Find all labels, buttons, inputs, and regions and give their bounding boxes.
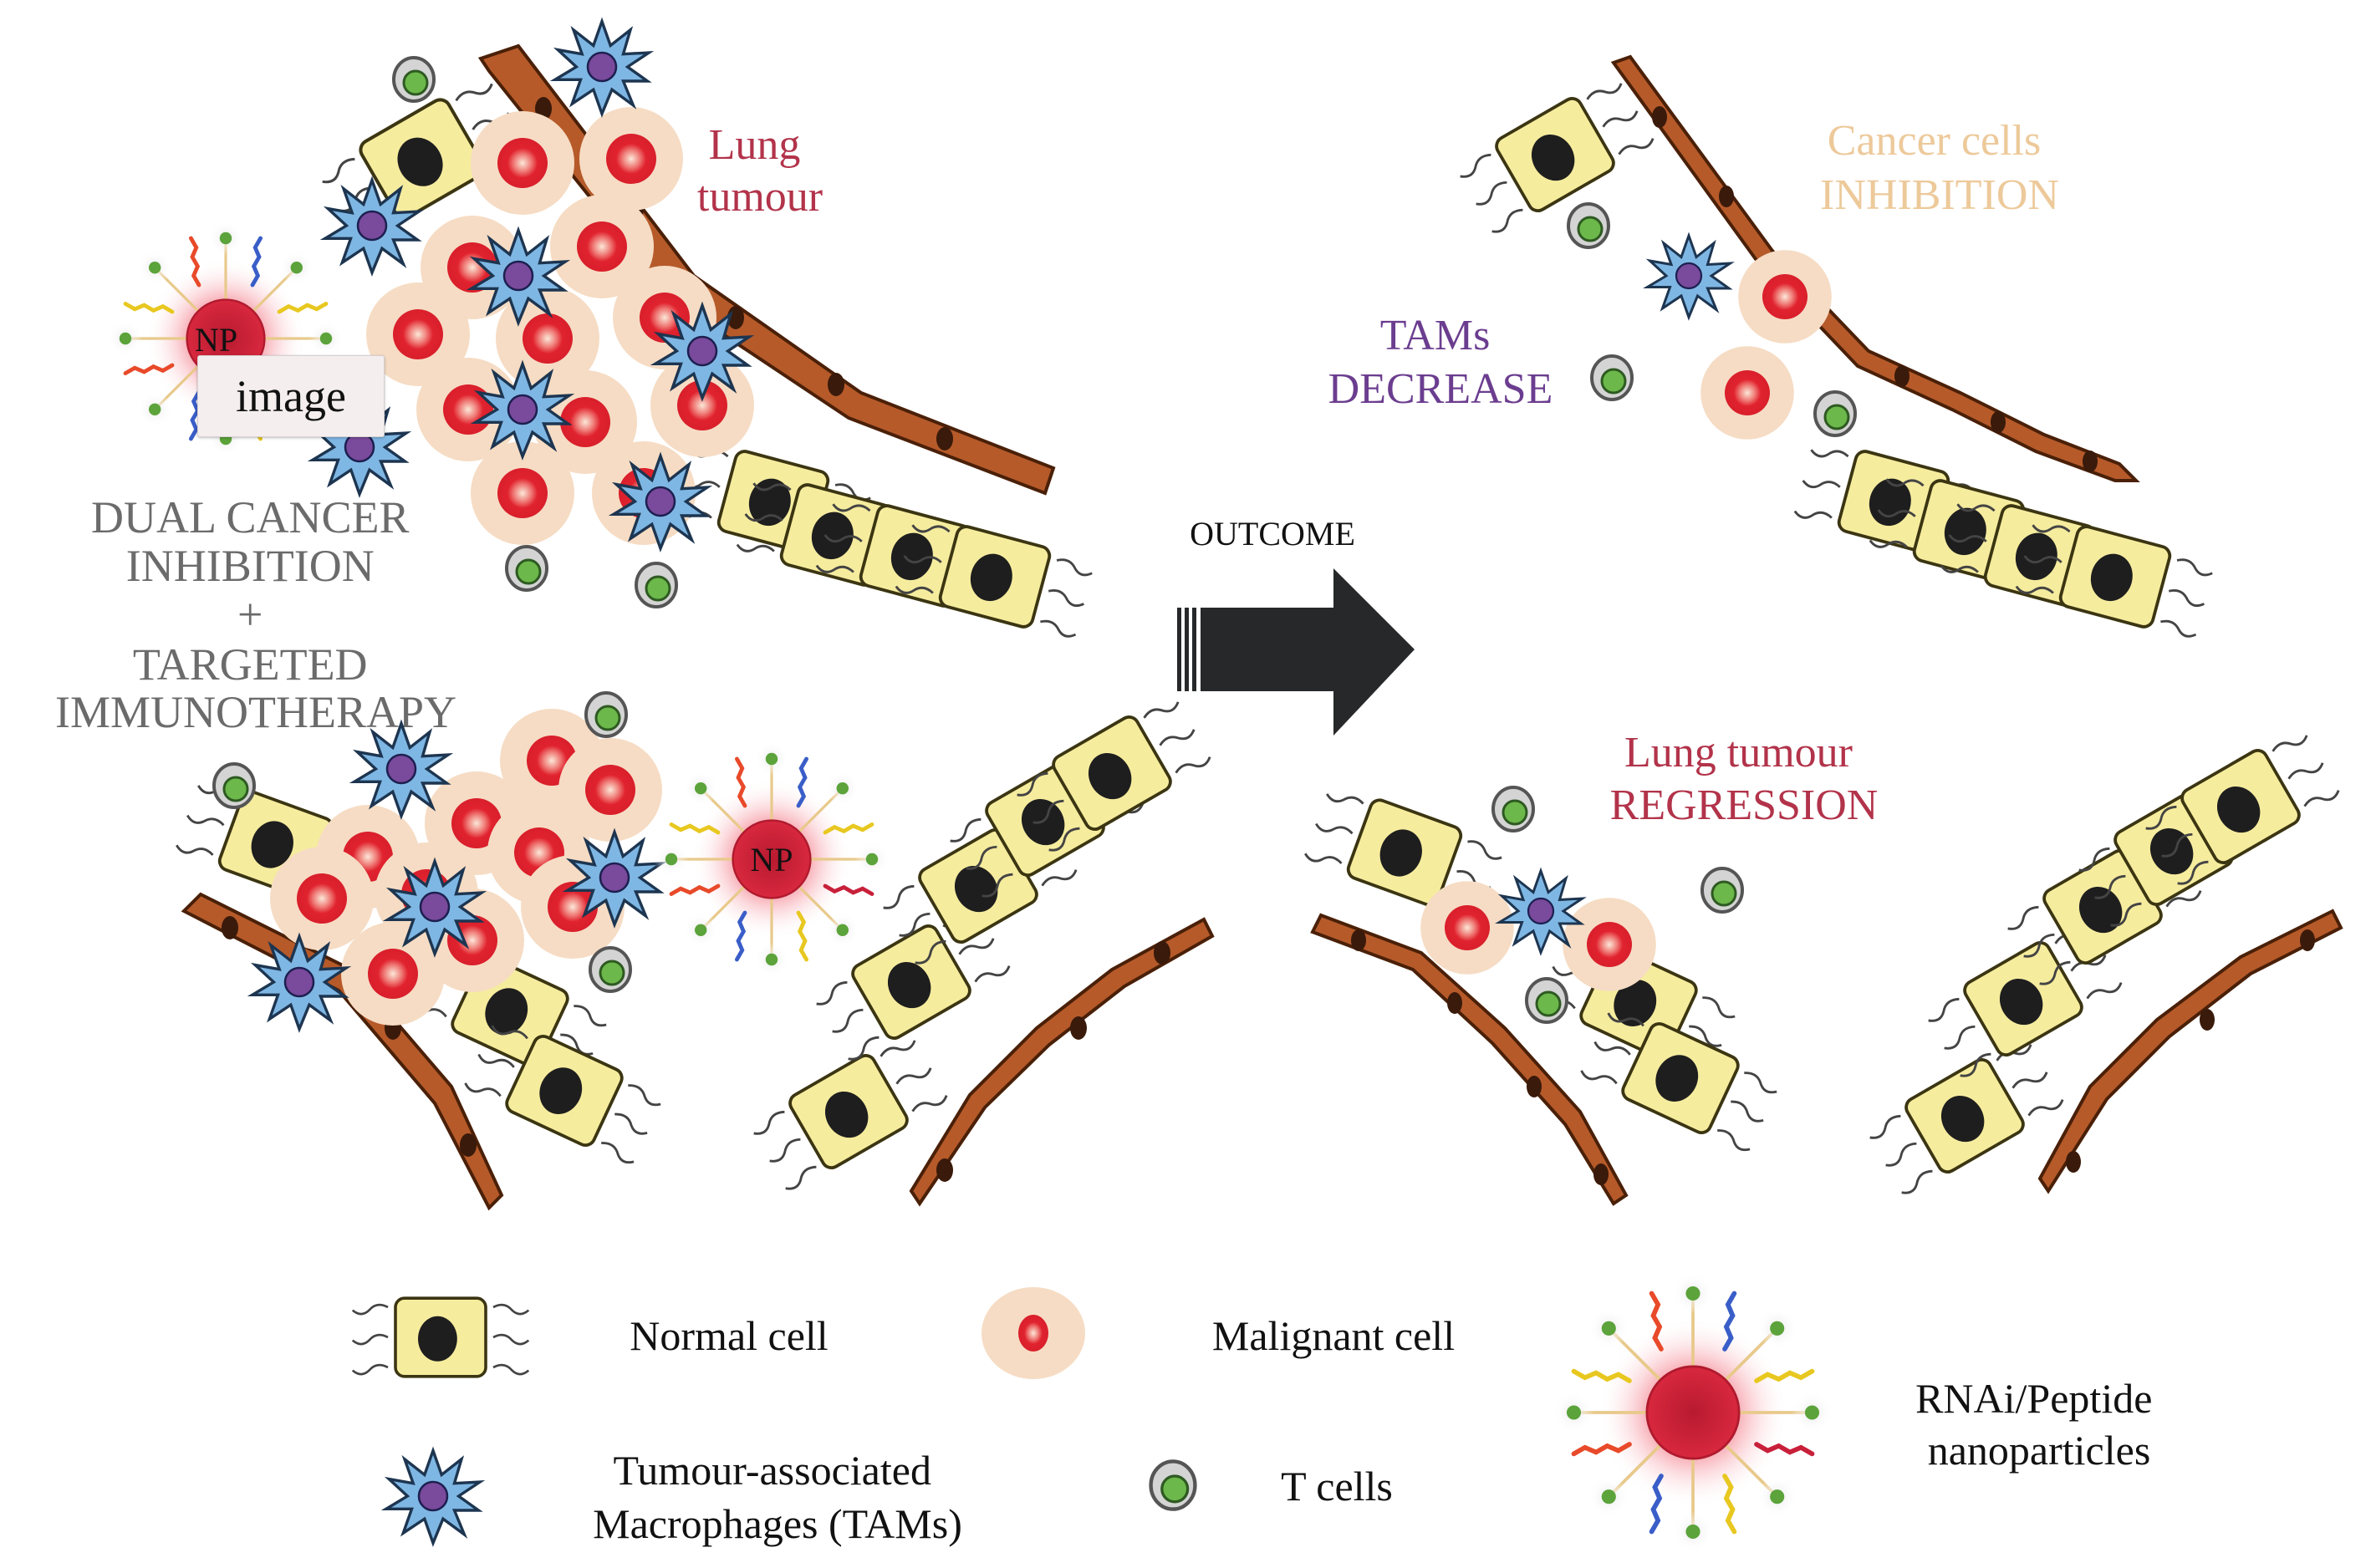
legend-label: Tumour-associated Macrophages (TAMs) [593, 1447, 962, 1547]
after-bottom-tissue [1301, 722, 2343, 1206]
tams-decrease-label: TAMs DECREASE [1328, 312, 1553, 413]
malignant-cell [1738, 250, 1832, 344]
arrow-right-icon [1201, 568, 1415, 736]
normal-cell-icon [350, 1296, 531, 1378]
blood-vessel [181, 892, 504, 1211]
np-label: NP [750, 841, 793, 878]
tam-icon [385, 1448, 482, 1545]
malignant-cell [1700, 346, 1794, 440]
t-cell [1567, 202, 1610, 249]
tam [1646, 234, 1731, 318]
after-top-tissue [1452, 54, 2218, 643]
normal-cell [746, 1027, 951, 1196]
t-cell [1525, 977, 1568, 1024]
outcome-label: OUTCOME [1190, 515, 1355, 552]
legend-label: Malignant cell [1212, 1312, 1455, 1359]
t-cell [589, 946, 632, 993]
tam [553, 19, 650, 115]
t-cell [1813, 390, 1857, 437]
malignant-cell [1563, 898, 1656, 991]
t-cell [635, 562, 678, 608]
legend-item-nanoparticle: RNAi/Peptide nanoparticles [1553, 1273, 2163, 1552]
legend-item-malignant-cell: Malignant cell [982, 1287, 1455, 1379]
t-cell [1700, 867, 1744, 914]
regression-label: Lung tumour REGRESSION [1610, 729, 1879, 829]
legend-label: T cells [1281, 1463, 1393, 1509]
before-top-tissue [311, 19, 1098, 643]
t-cell [505, 545, 548, 592]
t-cell [392, 56, 436, 103]
normal-cell [1862, 1031, 2068, 1200]
treatment-label: DUAL CANCER INHIBITION + TARGETED IMMUNO… [55, 492, 456, 737]
t-cell-icon [1151, 1461, 1196, 1509]
t-cell [1491, 786, 1535, 832]
blood-vessel [1310, 913, 1629, 1206]
lung-tumour-label: Lung tumour [697, 121, 823, 221]
legend-item-normal-cell: Normal cell [350, 1296, 829, 1378]
legend-item-t-cell: T cells [1151, 1461, 1393, 1509]
normal-cell [1452, 70, 1658, 239]
legend-label: RNAi/Peptide nanoparticles [1915, 1375, 2163, 1474]
image-placeholder-overlay: image [197, 355, 385, 437]
cancer-inhibition-label: Cancer cells INHIBITION [1820, 117, 2059, 219]
nanoparticle-icon [1553, 1273, 1833, 1552]
legend-item-tam: Tumour-associated Macrophages (TAMs) [385, 1447, 962, 1547]
t-cell [584, 691, 628, 738]
t-cell [212, 762, 256, 809]
np-label: NP [195, 321, 237, 359]
outcome-arrow: OUTCOME [1177, 515, 1415, 736]
malignant-cell-icon [982, 1287, 1085, 1379]
before-bottom-tissue [172, 689, 1215, 1211]
blood-vessel [909, 917, 1215, 1207]
legend-label: Normal cell [630, 1312, 828, 1359]
legend: Normal cell Malignant cell RNAi/Peptide … [350, 1273, 2163, 1552]
t-cell [1590, 354, 1634, 401]
